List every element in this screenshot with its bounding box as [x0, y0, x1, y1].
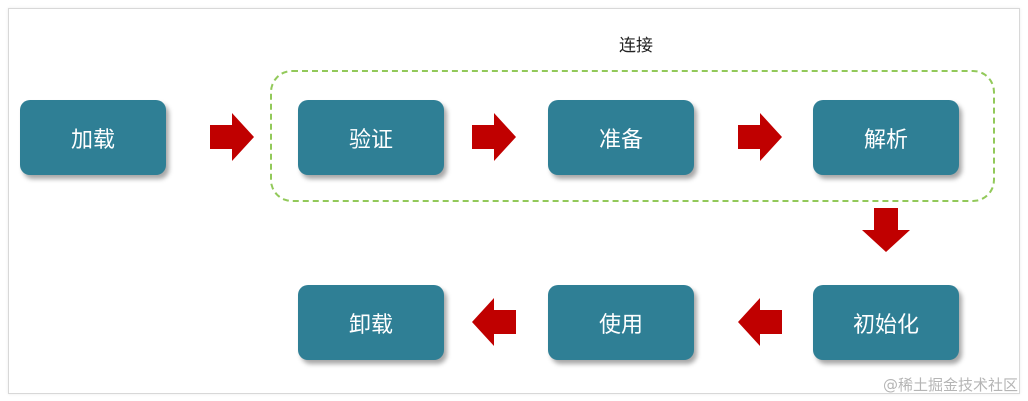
node-use: 使用: [548, 285, 694, 360]
node-verify: 验证: [298, 100, 444, 175]
linking-group-label: 连接: [619, 36, 653, 56]
arrow-init-to-use: [738, 298, 782, 346]
watermark: @稀土掘金技术社区: [882, 376, 1018, 394]
linking-group-border: [270, 70, 995, 202]
node-init: 初始化: [813, 285, 959, 360]
arrow-verify-to-prepare: [472, 113, 516, 161]
node-load: 加载: [20, 100, 166, 175]
arrow-prepare-to-resolve: [738, 113, 782, 161]
arrow-use-to-unload: [472, 298, 516, 346]
arrow-load-to-verify: [210, 113, 254, 161]
node-resolve: 解析: [813, 100, 959, 175]
arrow-resolve-to-init: [862, 208, 910, 252]
node-unload: 卸载: [298, 285, 444, 360]
node-prepare: 准备: [548, 100, 694, 175]
